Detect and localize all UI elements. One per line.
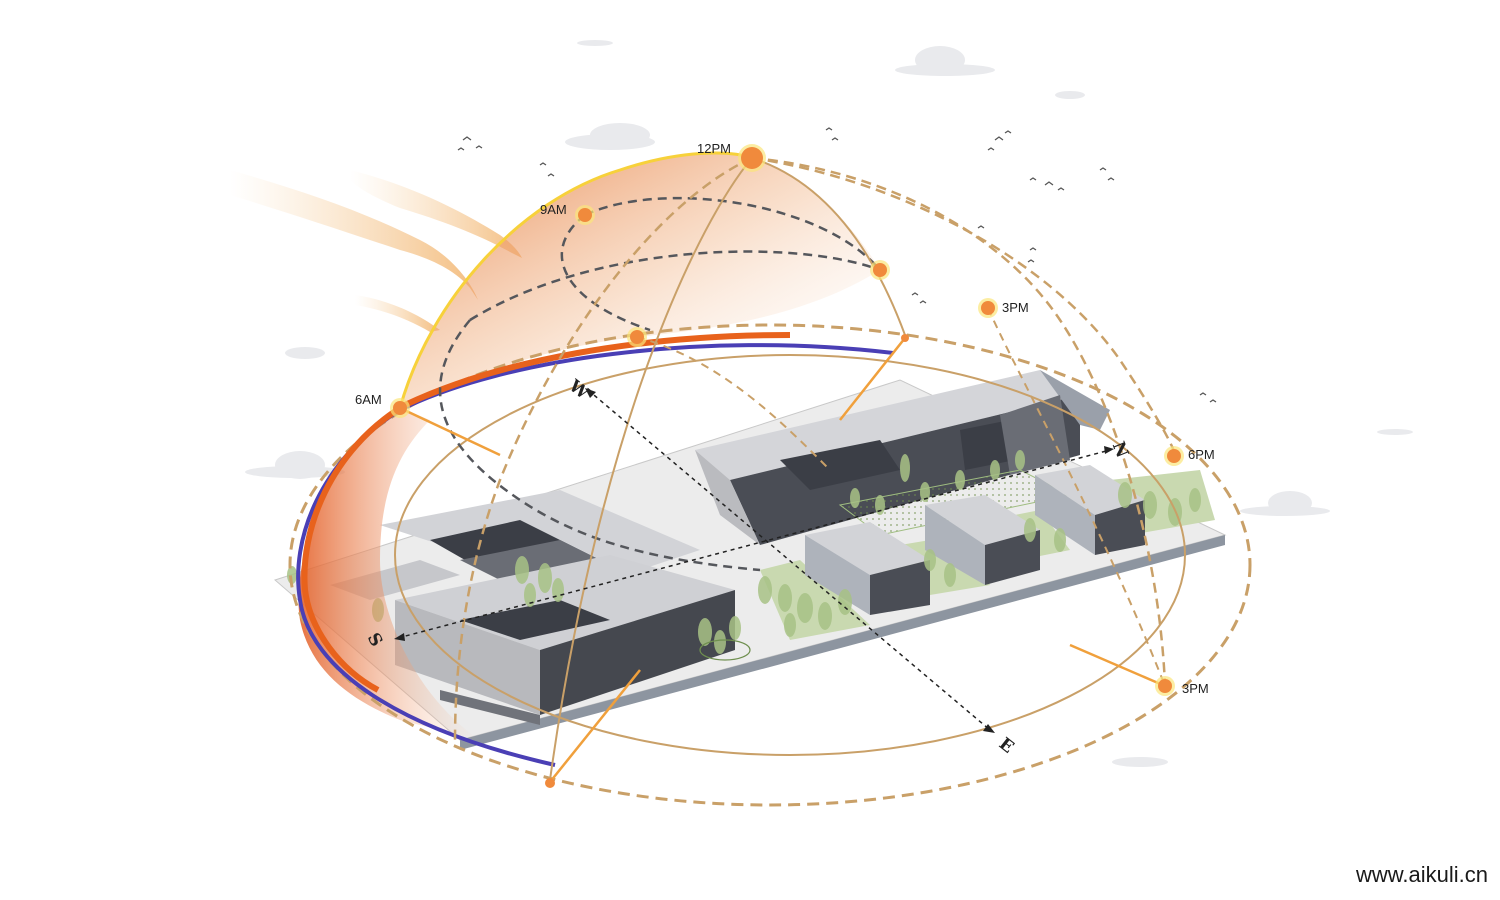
label-12pm: 12PM <box>697 141 731 156</box>
side-shading <box>298 408 480 740</box>
label-3pm-lower: 3PM <box>1182 681 1209 696</box>
building-west <box>330 490 735 725</box>
direction-east: E <box>995 734 1018 758</box>
arc-east <box>751 156 1167 687</box>
building-bars <box>805 465 1145 615</box>
dome-shading <box>400 153 880 408</box>
watermark: www.aikuli.cn <box>1355 862 1488 887</box>
axis-arrows <box>394 388 1114 733</box>
clouds <box>245 40 1413 767</box>
arc-noon-mid <box>584 196 881 271</box>
arc-9am <box>560 214 651 332</box>
arc-low <box>438 319 761 572</box>
morning-arc <box>398 151 753 409</box>
horizon-inner <box>394 354 1186 756</box>
arc-mer2 <box>751 157 906 336</box>
horizon-outer <box>288 323 1252 807</box>
direction-north: N <box>1108 439 1132 461</box>
arc-mer3 <box>636 336 831 471</box>
label-3pm-upper: 3PM <box>1002 300 1029 315</box>
direction-west: W <box>564 376 593 405</box>
arc-mer <box>549 157 753 781</box>
ground-edge <box>460 535 1225 750</box>
sun-markers <box>390 144 1184 788</box>
arc-east2 <box>751 156 1177 456</box>
label-6pm: 6PM <box>1188 447 1215 462</box>
arc-west <box>453 156 753 741</box>
site-model <box>273 370 1227 750</box>
label-9am: 9AM <box>540 202 567 217</box>
sun-path <box>288 144 1252 807</box>
plaza-circle <box>699 639 751 661</box>
sun-rays <box>230 170 522 332</box>
arc-mid <box>469 250 881 322</box>
shadow-lines <box>399 337 1166 783</box>
compass-axes <box>397 389 1111 731</box>
birds <box>457 127 1217 403</box>
summer-path <box>301 332 791 693</box>
label-6am: 6AM <box>355 392 382 407</box>
